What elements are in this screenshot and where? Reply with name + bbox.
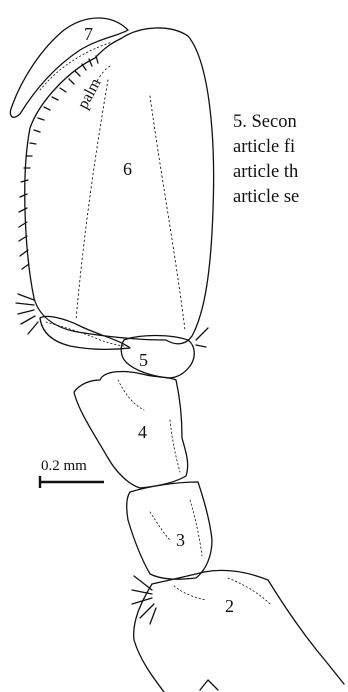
article-7-label: 7	[84, 24, 93, 44]
article-4-merus	[74, 372, 188, 488]
scale-bar	[40, 476, 104, 488]
article-6-propodus	[25, 28, 214, 344]
scale-bar-label: 0.2 mm	[41, 458, 87, 475]
figure-caption: 5. Secon article fi article th article s…	[233, 110, 299, 210]
article-3-label: 3	[176, 530, 185, 550]
article-6-label: 6	[123, 159, 132, 179]
caption-line: article se	[233, 185, 299, 210]
article-2-label: 2	[225, 596, 234, 616]
article-3-ischium	[127, 482, 212, 579]
caption-line: article th	[233, 160, 299, 185]
article-4-label: 4	[138, 422, 147, 442]
article-7-dactylus	[10, 18, 128, 117]
article-2-basis	[152, 570, 344, 684]
caption-line: 5. Secon	[233, 110, 299, 135]
article-5-label: 5	[139, 350, 148, 370]
caption-line: article fi	[233, 135, 299, 160]
palm-label: palm	[75, 75, 105, 112]
